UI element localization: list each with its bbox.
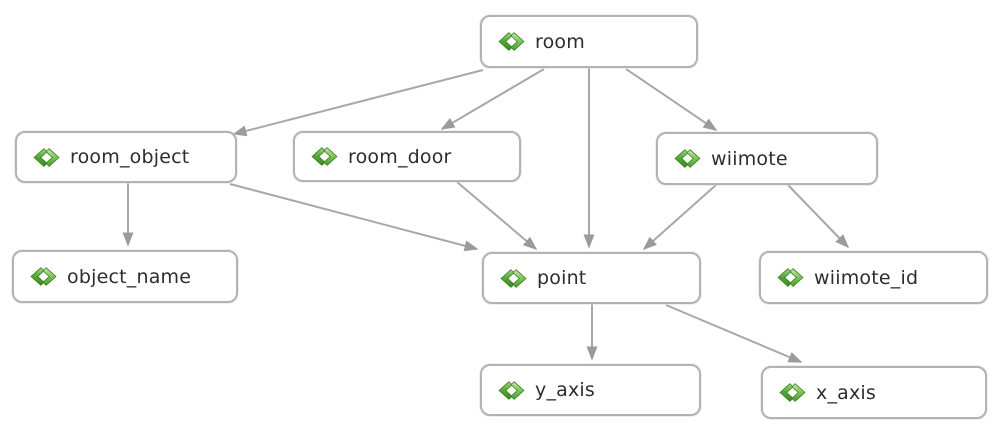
edge-room-room_door xyxy=(440,68,545,130)
node-point[interactable]: point xyxy=(482,252,701,304)
node-room[interactable]: room xyxy=(480,15,698,68)
xml-element-icon xyxy=(500,269,527,288)
node-label: room xyxy=(535,30,585,53)
node-wiimote[interactable]: wiimote xyxy=(656,132,878,185)
xml-element-icon xyxy=(777,268,804,287)
xml-element-icon xyxy=(498,32,525,51)
xml-element-icon xyxy=(311,147,338,166)
node-label: wiimote_id xyxy=(814,266,919,289)
node-room_door[interactable]: room_door xyxy=(293,131,521,182)
node-y_axis[interactable]: y_axis xyxy=(480,364,701,416)
node-room_object[interactable]: room_object xyxy=(15,131,237,183)
node-label: point xyxy=(537,267,587,289)
edge-room_object-point xyxy=(229,183,479,252)
node-label: wiimote xyxy=(711,147,788,170)
xml-element-icon xyxy=(674,149,701,168)
xml-element-icon xyxy=(30,267,57,286)
edge-room-wiimote xyxy=(625,68,718,131)
xml-element-icon xyxy=(779,383,806,402)
node-x_axis[interactable]: x_axis xyxy=(761,366,987,419)
xml-element-icon xyxy=(33,148,60,167)
node-label: x_axis xyxy=(816,381,877,404)
edge-wiimote-wiimote_id xyxy=(787,184,850,249)
node-object_name[interactable]: object_name xyxy=(12,250,238,303)
node-wiimote_id[interactable]: wiimote_id xyxy=(759,251,988,304)
node-label: room_door xyxy=(348,145,452,168)
edge-room_door-point xyxy=(456,181,538,250)
edge-room-room_object xyxy=(232,69,484,137)
xml-element-icon xyxy=(498,381,525,400)
node-label: object_name xyxy=(67,265,192,288)
edge-wiimote-point xyxy=(642,184,717,250)
node-label: room_object xyxy=(70,146,190,168)
edge-point-x_axis xyxy=(665,304,803,363)
node-label: y_axis xyxy=(535,379,596,401)
